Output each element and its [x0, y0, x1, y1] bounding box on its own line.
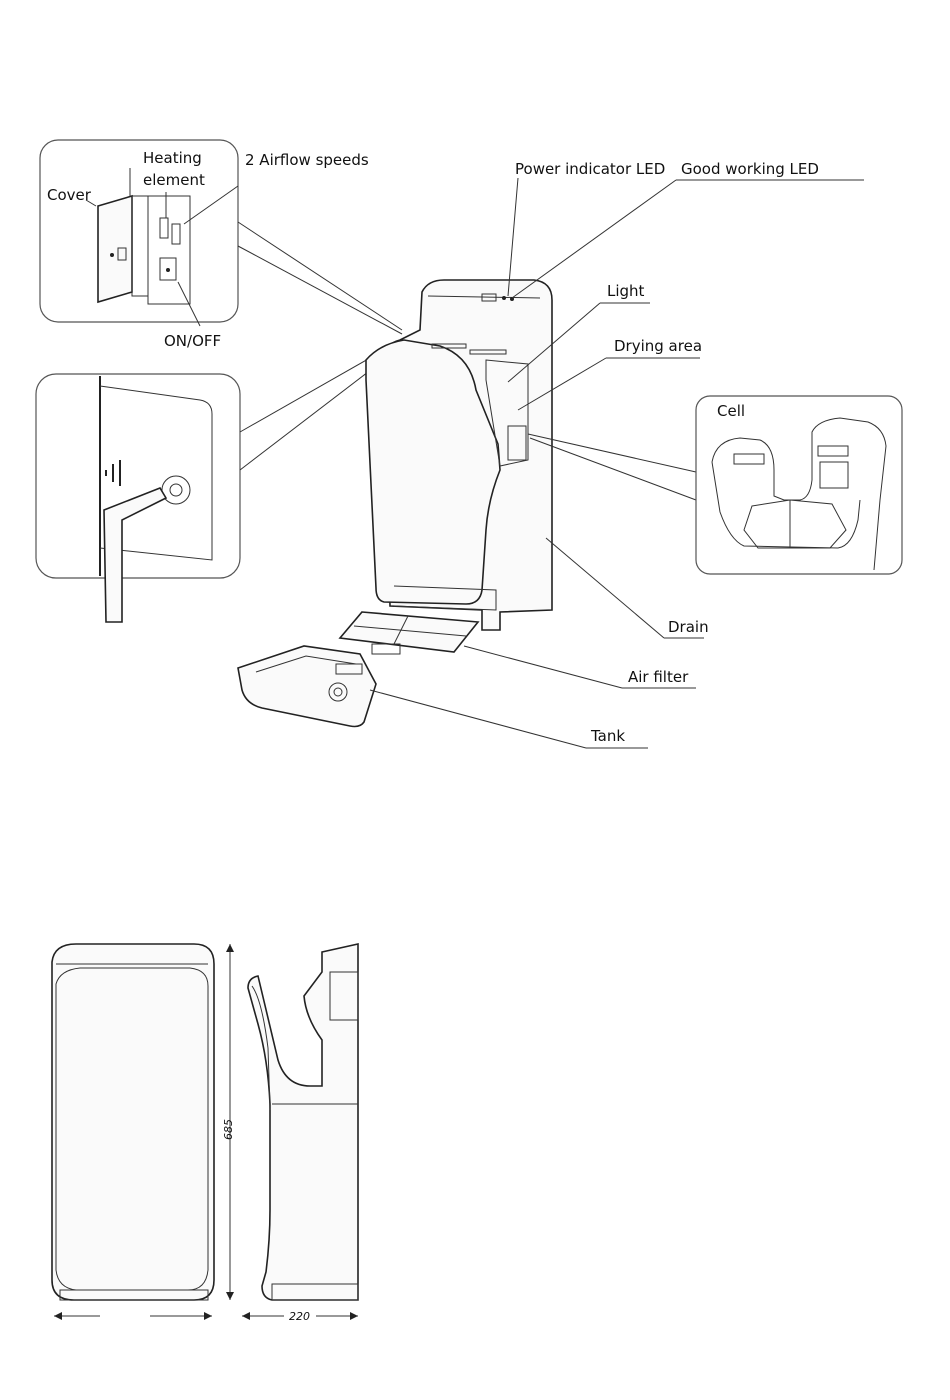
- heating-element-label-2: element: [143, 171, 205, 189]
- key-lock-inset: [36, 374, 240, 622]
- drain-label: Drain: [668, 618, 709, 636]
- air-filter-label: Air filter: [628, 668, 689, 686]
- power-indicator-led-label: Power indicator LED: [515, 160, 665, 178]
- cell-label: Cell: [717, 402, 745, 420]
- heating-element-label-1: Heating: [143, 149, 202, 167]
- front-view-drawing: 685: [52, 944, 235, 1320]
- tank-label: Tank: [590, 727, 625, 745]
- control-panel-inset: Heating element 2 Airflow speeds Cover O…: [40, 140, 369, 350]
- cell-inset: Cell: [696, 396, 902, 574]
- airflow-speeds-label: 2 Airflow speeds: [245, 151, 369, 169]
- drying-area-label: Drying area: [614, 337, 702, 355]
- cover-label: Cover: [47, 186, 92, 204]
- depth-dimension-label: 220: [289, 1310, 310, 1323]
- side-view-drawing: 220: [242, 944, 358, 1323]
- light-label: Light: [607, 282, 645, 300]
- height-dimension-label: 685: [222, 1119, 235, 1140]
- hand-dryer-machine: [238, 280, 552, 727]
- good-working-led-label: Good working LED: [681, 160, 819, 178]
- on-off-label: ON/OFF: [164, 332, 221, 350]
